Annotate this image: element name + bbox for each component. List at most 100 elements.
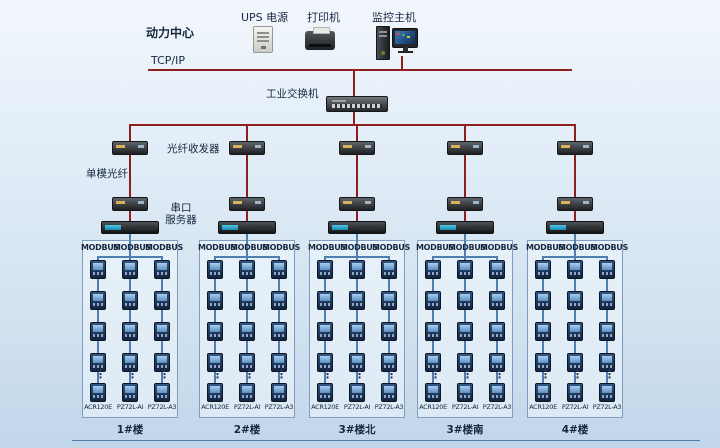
meter-device — [271, 383, 287, 402]
meter-device — [271, 322, 287, 341]
meter-device — [154, 353, 170, 372]
fiber-transceiver-device — [339, 197, 375, 211]
printer-label: 打印机 — [307, 11, 340, 24]
modbus-label: MODBUS — [81, 243, 119, 252]
modbus-label: MODBUS — [526, 243, 564, 252]
meter-device — [535, 353, 551, 372]
meter-device — [317, 353, 333, 372]
meter-device — [349, 260, 365, 279]
transceiver-to-server-line — [356, 211, 358, 221]
single-mode-fiber-line — [464, 155, 466, 197]
fiber-transceiver-device — [229, 141, 265, 155]
meter-model-label: PZ72L-A3 — [374, 403, 404, 411]
meter-device — [271, 291, 287, 310]
switch-label: 工业交换机 — [266, 88, 319, 100]
serial-server-label-line1: 串口 — [170, 202, 192, 214]
meter-device — [239, 383, 255, 402]
ellipsis: ⋮ — [572, 368, 583, 381]
meter-device — [122, 291, 138, 310]
bus-to-switch-line — [353, 71, 355, 96]
meter-model-label: PZ72L-AI — [233, 403, 261, 411]
meter-device — [90, 322, 106, 341]
meter-device — [457, 322, 473, 341]
meter-device — [381, 383, 397, 402]
printer-device — [305, 27, 335, 50]
meter-device — [425, 322, 441, 341]
host-to-bus-line — [401, 56, 403, 70]
meter-device — [599, 353, 615, 372]
serial-server-device — [101, 221, 159, 234]
meter-device — [317, 291, 333, 310]
meter-model-label: ACR120E — [529, 403, 557, 411]
meter-device — [567, 353, 583, 372]
ellipsis: ⋮ — [159, 368, 170, 381]
branch-line — [464, 124, 466, 141]
meter-device — [154, 260, 170, 279]
group-label: 3#楼南 — [446, 424, 484, 436]
meter-device — [425, 383, 441, 402]
single-mode-fiber-line — [356, 155, 358, 197]
server-to-modbus-line — [246, 234, 248, 257]
modbus-label: MODBUS — [448, 243, 486, 252]
meter-device — [567, 291, 583, 310]
meter-device — [425, 353, 441, 372]
meter-device — [457, 383, 473, 402]
meter-model-label: PZ72L-A3 — [147, 403, 177, 411]
ellipsis: ⋮ — [127, 368, 138, 381]
monitor-screen — [395, 31, 415, 44]
ellipsis: ⋮ — [462, 368, 473, 381]
meter-device — [535, 322, 551, 341]
meter-device — [567, 383, 583, 402]
meter-device — [425, 291, 441, 310]
meter-model-label: ACR120E — [84, 403, 112, 411]
switch-to-distribution-line — [353, 112, 355, 124]
ellipsis: ⋮ — [540, 368, 551, 381]
single-mode-fiber-line — [574, 155, 576, 197]
ellipsis: ⋮ — [604, 368, 615, 381]
single-mode-fiber-line — [129, 155, 131, 197]
meter-device — [122, 260, 138, 279]
ellipsis: ⋮ — [322, 368, 333, 381]
ups-label: UPS 电源 — [241, 11, 289, 24]
server-to-modbus-line — [129, 234, 131, 257]
meter-device — [489, 260, 505, 279]
ellipsis: ⋮ — [95, 368, 106, 381]
meter-model-label: PZ72L-A3 — [592, 403, 622, 411]
meter-device — [317, 383, 333, 402]
meter-device — [207, 353, 223, 372]
meter-device — [489, 353, 505, 372]
meter-model-label: PZ72L-A3 — [264, 403, 294, 411]
server-to-modbus-line — [464, 234, 466, 257]
group-label: 2#楼 — [233, 424, 261, 436]
meter-device — [381, 322, 397, 341]
meter-device — [599, 260, 615, 279]
meter-device — [271, 260, 287, 279]
meter-device — [154, 383, 170, 402]
fiber-transceiver-device — [447, 197, 483, 211]
meter-device — [457, 353, 473, 372]
monitor-stand — [403, 47, 408, 51]
meter-device — [381, 291, 397, 310]
transceiver-to-server-line — [464, 211, 466, 221]
server-to-modbus-line — [356, 234, 358, 257]
fiber-transceiver-device — [339, 141, 375, 155]
ellipsis: ⋮ — [494, 368, 505, 381]
modbus-label: MODBUS — [590, 243, 628, 252]
meter-device — [207, 291, 223, 310]
meter-device — [239, 322, 255, 341]
meter-device — [239, 291, 255, 310]
meter-device — [90, 260, 106, 279]
meter-device — [317, 260, 333, 279]
modbus-label: MODBUS — [113, 243, 151, 252]
monitor-base — [398, 51, 413, 53]
ellipsis: ⋮ — [212, 368, 223, 381]
serial-server-device — [436, 221, 494, 234]
serial-server-label-line2: 服务器 — [165, 214, 197, 226]
meter-model-label: ACR120E — [419, 403, 447, 411]
serial-server-device — [218, 221, 276, 234]
serial-server-device — [546, 221, 604, 234]
meter-device — [567, 322, 583, 341]
meter-model-label: PZ72L-AI — [561, 403, 589, 411]
branch-line — [129, 124, 131, 141]
meter-device — [154, 322, 170, 341]
